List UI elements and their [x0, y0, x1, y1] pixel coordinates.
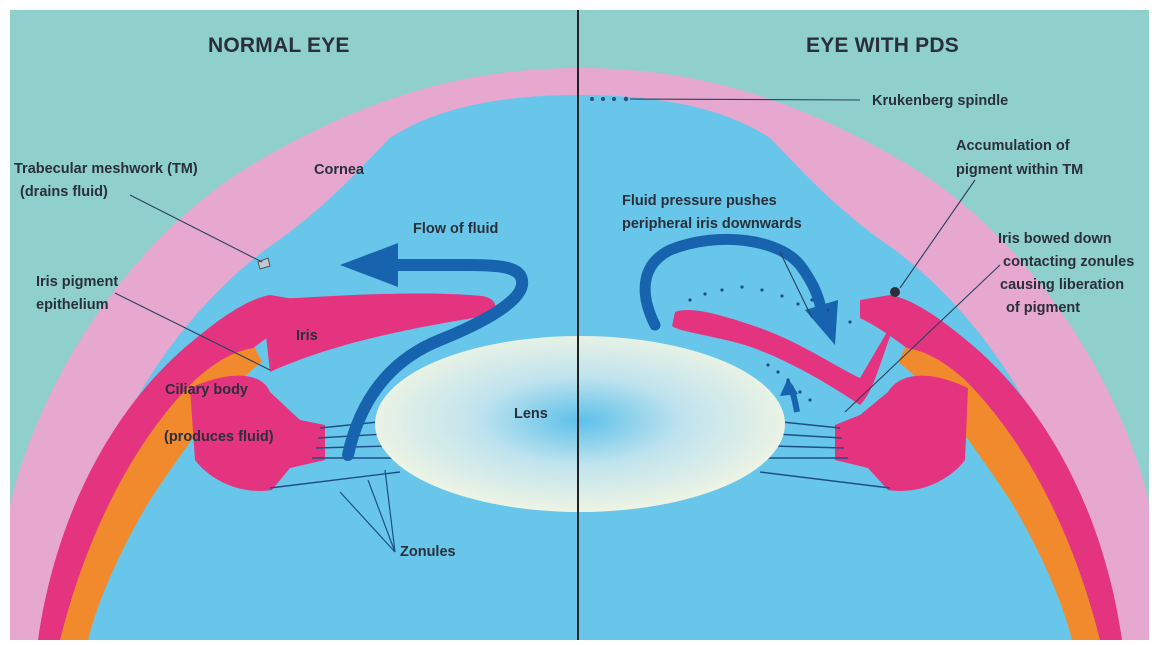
label-iris: Iris	[296, 328, 318, 344]
label-flow-of-fluid: Flow of fluid	[413, 221, 498, 237]
label-zonules: Zonules	[400, 544, 456, 560]
label-iris-bowed-4: of pigment	[1006, 300, 1080, 316]
label-accumulation-1: Accumulation of	[956, 138, 1070, 154]
label-cornea: Cornea	[314, 162, 365, 178]
lens	[375, 336, 785, 512]
label-trabecular-1: Trabecular meshwork (TM)	[14, 161, 198, 177]
label-lens: Lens	[514, 406, 548, 422]
label-accumulation-2: pigment within TM	[956, 162, 1083, 178]
label-trabecular-2: (drains fluid)	[20, 184, 108, 200]
header-left: NORMAL EYE	[208, 34, 350, 57]
label-fluid-pressure-2: peripheral iris downwards	[622, 216, 802, 232]
label-iris-bowed-3: causing liberation	[1000, 277, 1124, 293]
label-ciliary-body: Ciliary body	[165, 382, 248, 398]
label-krukenberg: Krukenberg spindle	[872, 93, 1008, 109]
label-fluid-pressure-1: Fluid pressure pushes	[622, 193, 777, 209]
header-right: EYE WITH PDS	[806, 34, 959, 57]
label-iris-pigment-2: epithelium	[36, 297, 109, 313]
label-iris-pigment-1: Iris pigment	[36, 274, 118, 290]
tm-pigment-right	[890, 287, 900, 297]
label-iris-bowed-1: Iris bowed down	[998, 231, 1112, 247]
label-iris-bowed-2: contacting zonules	[1003, 254, 1134, 270]
label-produces-fluid: (produces fluid)	[164, 429, 274, 445]
